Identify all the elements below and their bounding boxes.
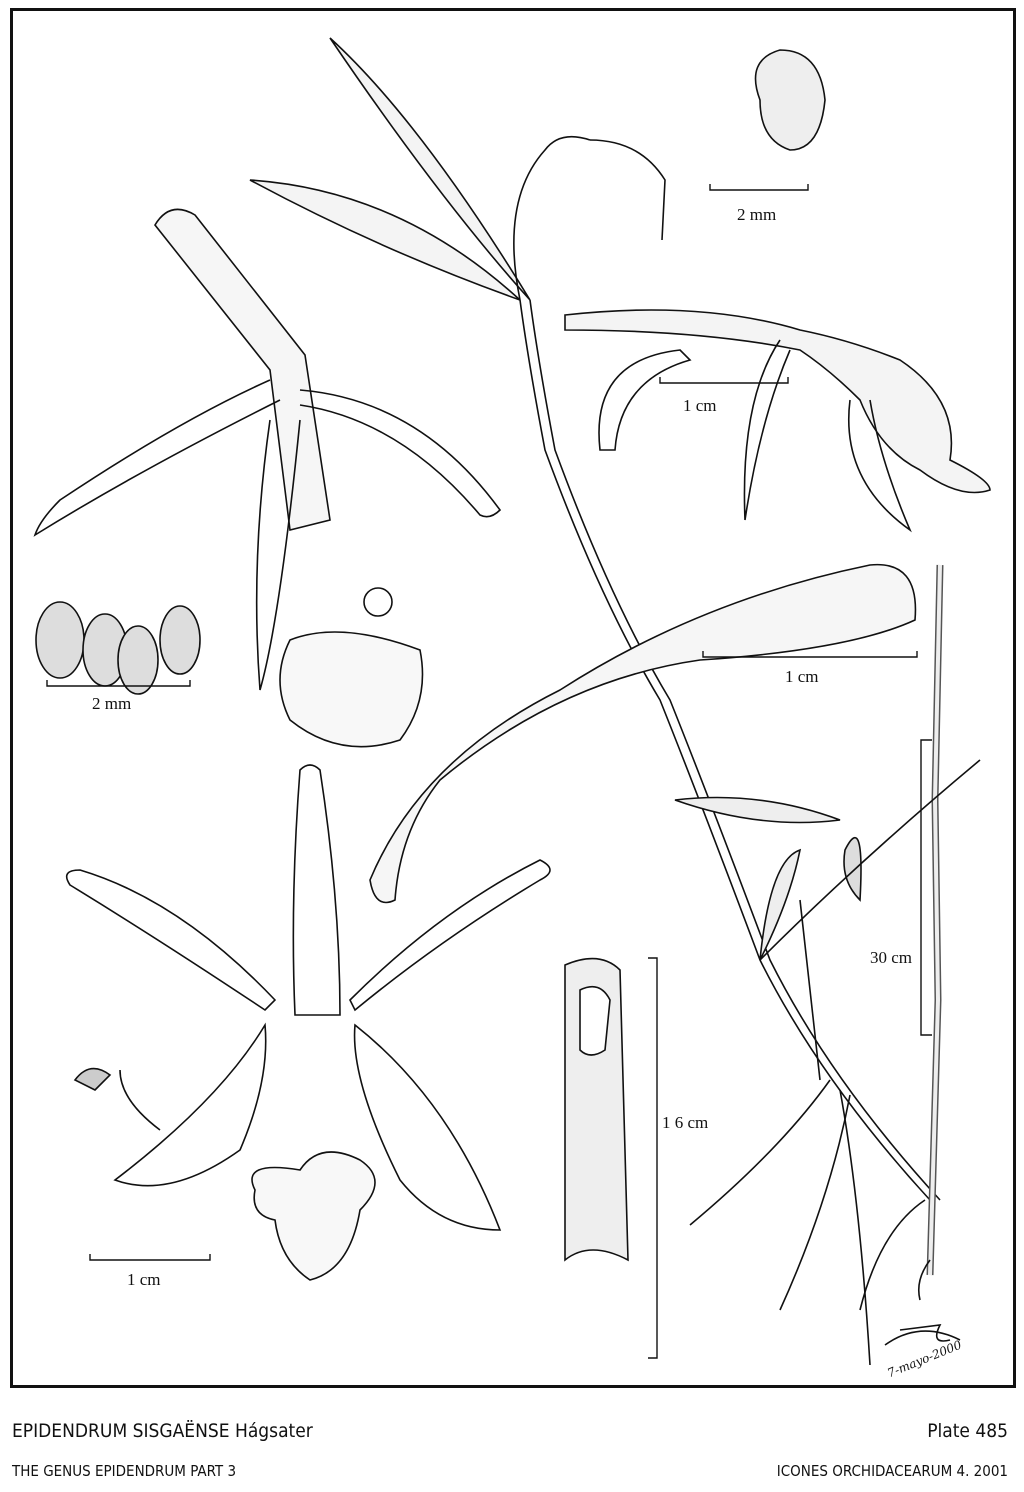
scale-label-flower-side: 1 cm	[683, 396, 717, 415]
ovary-column	[369, 563, 917, 904]
seed	[754, 49, 826, 151]
column-detail	[564, 957, 629, 1262]
scale-label-ovary: 1 cm	[785, 667, 819, 686]
scale-bars	[46, 184, 932, 1359]
scale-label-seed: 2 mm	[737, 205, 777, 224]
plate-frame	[10, 8, 1016, 1388]
scale-label-habit: 30 cm	[870, 948, 913, 967]
roots	[689, 1079, 931, 1366]
signature-mark	[884, 1324, 961, 1346]
species-title: EPIDENDRUM SISGAËNSE Hágsater	[12, 1420, 313, 1442]
plant-stem	[519, 299, 944, 1276]
dissected-flower	[65, 764, 551, 1281]
leaves	[249, 37, 981, 1081]
scale-label-pollinia: 2 mm	[92, 694, 132, 713]
plate-number: Plate 485	[927, 1420, 1008, 1442]
pollinia	[35, 601, 201, 695]
publication-citation: ICONES ORCHIDACEARUM 4. 2001	[776, 1462, 1008, 1480]
scale-label-dissected: 1 cm	[127, 1270, 161, 1289]
scale-label-column: 1 6 cm	[662, 1113, 709, 1132]
series-title: THE GENUS EPIDENDRUM PART 3	[12, 1462, 237, 1480]
flower-side-view	[564, 309, 991, 533]
flower-front-view	[33, 208, 502, 748]
